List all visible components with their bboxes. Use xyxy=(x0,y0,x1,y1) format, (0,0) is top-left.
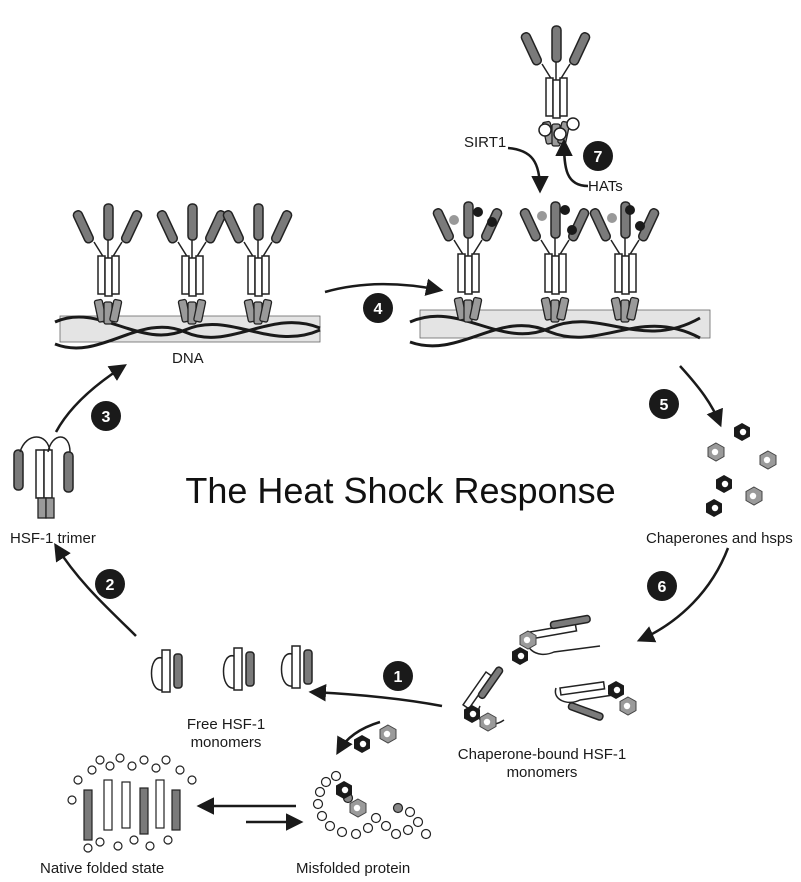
misfolded-protein xyxy=(314,772,431,839)
bound-monomers-label-line2: monomers xyxy=(452,764,632,782)
dna-bound-trimer xyxy=(156,204,227,324)
svg-text:3: 3 xyxy=(102,409,111,426)
step-badge-4: 4 xyxy=(363,293,393,323)
arrow-step-4 xyxy=(325,284,440,292)
native-state-label: Native folded state xyxy=(40,860,164,878)
chaperone-icon xyxy=(380,725,396,743)
svg-text:1: 1 xyxy=(394,669,403,686)
free-monomers-label-line1: Free HSF-1 xyxy=(176,716,276,734)
arrow-step-1 xyxy=(312,692,442,706)
svg-text:7: 7 xyxy=(594,149,603,166)
native-folded-protein xyxy=(68,754,196,852)
dna-bound-trimer xyxy=(222,204,293,324)
dna-label: DNA xyxy=(172,350,204,368)
bound-monomers-label-line1: Chaperone-bound HSF-1 xyxy=(452,746,632,764)
sirt1-arrow xyxy=(508,148,540,190)
hsf1-trimer-label: HSF-1 trimer xyxy=(10,530,96,548)
hats-label: HATs xyxy=(588,178,623,196)
step-badge-5: 5 xyxy=(649,389,679,419)
dna-bound-trimer xyxy=(72,204,143,324)
step-badge-2: 2 xyxy=(95,569,125,599)
chaperone-bound-monomers xyxy=(463,615,636,731)
svg-text:2: 2 xyxy=(106,577,115,594)
arrow-step-5 xyxy=(680,366,720,424)
step-badge-3: 3 xyxy=(91,401,121,431)
arrow-step-2 xyxy=(56,546,136,636)
hats-arrow xyxy=(564,142,588,186)
free-monomers-label-line2: monomers xyxy=(176,734,276,752)
top-trimer xyxy=(520,26,591,146)
chaperones-label: Chaperones and hsps xyxy=(646,530,793,548)
misfolded-label: Misfolded protein xyxy=(296,860,410,878)
chaperone-icon xyxy=(350,799,366,817)
diagram-title: The Heat Shock Response xyxy=(0,470,801,512)
svg-text:5: 5 xyxy=(660,397,669,414)
step-badge-6: 6 xyxy=(647,571,677,601)
acetylated-trimers xyxy=(432,202,660,322)
svg-text:6: 6 xyxy=(658,579,667,596)
step-badge-1: 1 xyxy=(383,661,413,691)
free-monomers xyxy=(152,646,313,692)
step-badge-7: 7 xyxy=(583,141,613,171)
sirt1-label: SIRT1 xyxy=(464,134,506,152)
chaperone-icon xyxy=(354,735,370,753)
svg-text:4: 4 xyxy=(374,301,383,318)
